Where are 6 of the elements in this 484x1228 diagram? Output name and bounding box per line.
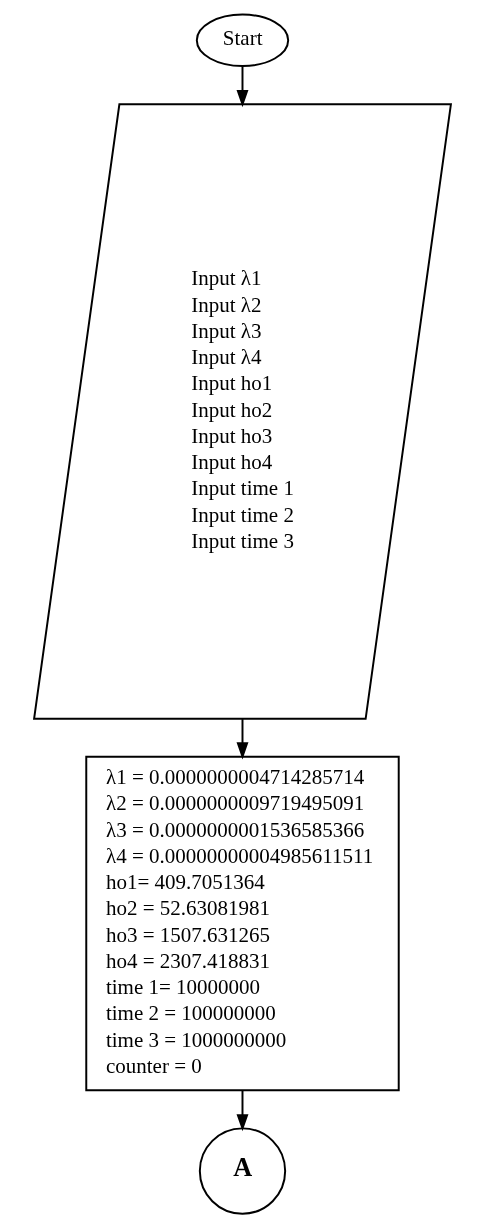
arrow xyxy=(236,1089,248,1132)
node-circle: A xyxy=(198,1127,286,1215)
arrow xyxy=(236,65,248,108)
node-box: λ1 = 0.0000000004714285714 λ2 = 0.0000000009719495091 λ3 = 0.0000000001536585366 λ4 = 0.00000000004985611511 ho1= 409.7051364 ho2 = 52.63081981 ho3 = 1507.631265 ho4 = 2307.418831 time 1= 10000000 time 2 = 100000000 time 3 = 1000000000 counter = 0 xyxy=(84,755,400,1092)
arrow xyxy=(236,718,248,760)
node-ellipse: Start xyxy=(195,13,289,67)
